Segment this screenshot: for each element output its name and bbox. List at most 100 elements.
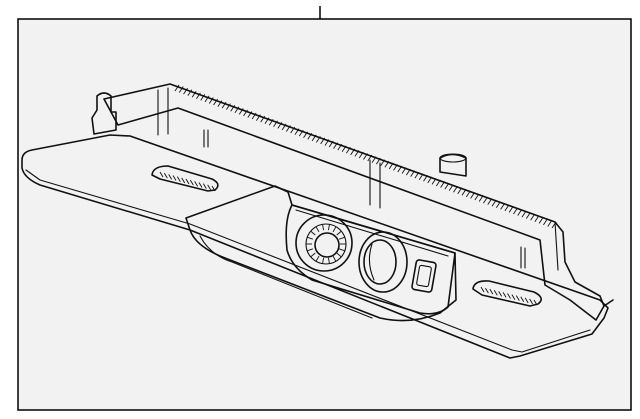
hatch-line <box>375 157 381 165</box>
hatch-line <box>489 288 494 295</box>
lamp-rib <box>322 224 325 231</box>
knob-bezel <box>358 231 408 293</box>
lamp-rib <box>310 252 316 258</box>
lamp-switch-knob <box>358 231 408 293</box>
hatch-line <box>268 119 274 126</box>
hatch-line <box>457 187 463 194</box>
hatch-line <box>363 153 368 160</box>
hatch-line <box>485 287 489 294</box>
hatch-line <box>345 147 351 154</box>
hatch-line <box>511 294 516 300</box>
hatch-line <box>251 112 257 120</box>
rocker-switch <box>411 259 437 293</box>
hatch-line <box>191 90 197 98</box>
hatch-line <box>286 125 291 132</box>
lamp-rib <box>336 252 342 258</box>
hatch-line <box>491 199 497 207</box>
reading-lamp <box>295 214 353 272</box>
hatch-line <box>226 103 231 110</box>
hatch-line <box>388 162 394 170</box>
hatch-line <box>208 97 214 104</box>
hatch-line <box>211 185 216 192</box>
rim-hatching <box>174 84 557 229</box>
end-pin <box>603 299 614 307</box>
knob-highlight <box>368 243 375 281</box>
hatch-line <box>525 212 531 219</box>
hatch-line <box>350 148 356 156</box>
right-mounting-post <box>439 153 467 177</box>
hatch-line <box>410 170 415 177</box>
hatch-line <box>478 195 484 202</box>
hatch-line <box>316 136 321 143</box>
hatch-line <box>183 87 188 95</box>
hatch-line <box>520 296 525 302</box>
hatch-line <box>371 156 377 163</box>
hatch-line <box>401 167 407 174</box>
hatch-line <box>358 151 364 159</box>
hatch-line <box>533 299 538 306</box>
hatch-line <box>290 126 296 134</box>
lamp-pod-housing <box>185 185 457 322</box>
lamp-rib <box>327 257 330 264</box>
hatch-line <box>221 101 227 109</box>
hatch-line <box>273 120 278 128</box>
switch-button <box>416 264 432 288</box>
hatch-line <box>294 128 300 135</box>
hatch-line <box>487 198 493 205</box>
right-post-top <box>439 153 467 163</box>
lamp-rib <box>339 248 345 252</box>
hatch-line <box>200 94 206 101</box>
hatch-line <box>303 131 308 138</box>
hatch-line <box>367 154 373 162</box>
hatch-line <box>543 218 548 226</box>
hatch-line <box>461 189 467 196</box>
hatch-line <box>194 181 199 187</box>
hatch-line <box>547 220 553 227</box>
switch-bezel <box>411 259 437 293</box>
pod-lower-curve <box>199 235 373 319</box>
hatch-line <box>498 291 503 297</box>
hatch-line <box>264 117 270 124</box>
hatch-line <box>238 108 244 115</box>
hatch-line <box>163 172 168 179</box>
hatch-line <box>172 175 177 181</box>
hatch-line <box>187 89 193 96</box>
hatch-line <box>168 174 173 180</box>
lamp-rib <box>315 226 320 233</box>
lamp-rib <box>307 236 313 240</box>
hatch-line <box>435 179 441 187</box>
lamp-rib <box>332 255 337 262</box>
hatch-line <box>500 203 505 210</box>
hatch-line <box>311 134 317 142</box>
lamp-lens <box>314 232 340 258</box>
hatch-line <box>521 210 527 218</box>
right-vent-hatching <box>480 286 538 306</box>
hatch-line <box>502 292 507 298</box>
lamp-rib <box>322 257 325 264</box>
hatch-line <box>530 213 535 221</box>
hatch-line <box>337 143 343 151</box>
lamp-outer-ring <box>295 214 353 272</box>
hatch-line <box>202 183 207 189</box>
hatch-line <box>260 115 266 123</box>
lamp-rib <box>315 255 320 262</box>
lamp-rib <box>327 224 330 231</box>
hatch-line <box>515 295 520 301</box>
hatch-line <box>448 184 454 191</box>
hatch-line <box>354 150 360 157</box>
lamp-rib <box>307 248 313 252</box>
hatch-line <box>174 84 180 92</box>
hatch-line <box>524 297 529 304</box>
hatch-line <box>217 100 223 107</box>
left-vent-slot <box>151 165 219 192</box>
hatch-line <box>185 178 190 185</box>
hatch-line <box>189 179 194 186</box>
housing-end-edge <box>554 221 559 271</box>
hatch-line <box>207 184 212 191</box>
hatch-line <box>538 217 544 224</box>
hatch-line <box>495 201 501 209</box>
hatch-line <box>393 164 398 171</box>
hatch-line <box>470 192 475 199</box>
